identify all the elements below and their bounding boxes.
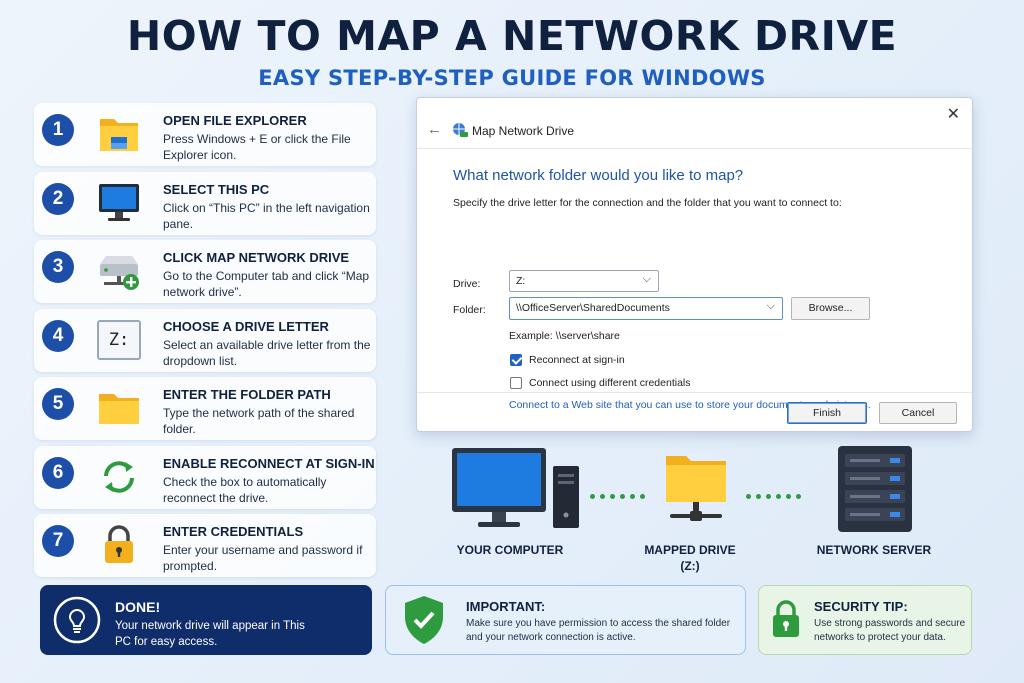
cancel-button[interactable]: Cancel	[879, 402, 957, 424]
drive-label: Drive:	[453, 278, 481, 290]
step-title: OPEN FILE EXPLORER	[163, 113, 307, 128]
step-title: CHOOSE A DRIVE LETTER	[163, 318, 329, 334]
refresh-icon	[104, 460, 134, 493]
drive-select-value: Z:	[516, 275, 526, 287]
important-card: IMPORTANT: Make sure you have permission…	[385, 585, 746, 655]
credentials-checkbox[interactable]	[510, 377, 522, 389]
folder-input[interactable]: \\OfficeServer\SharedDocuments ⌵	[509, 297, 783, 320]
dialog-title: Map Network Drive	[472, 124, 575, 138]
step-description: Select an available drive letter from th…	[163, 337, 371, 368]
close-icon[interactable]: ✕	[946, 106, 960, 123]
lock-icon	[105, 525, 133, 563]
step-number-badge: 1	[42, 114, 74, 146]
folder-example: Example: \\server\share	[509, 330, 620, 342]
security-tip-description: Use strong passwords and secure networks…	[814, 618, 966, 643]
step-description: Type the network path of the shared fold…	[163, 406, 355, 436]
step-number-badge: 4	[42, 319, 74, 352]
page-title: HOW TO MAP A NETWORK DRIVE	[126, 12, 898, 60]
drive-letter-text: Z:	[108, 329, 130, 350]
step-title: ENTER CREDENTIALS	[163, 524, 304, 539]
dialog-question: What network folder would you like to ma…	[453, 167, 744, 184]
step-card: 3 CLICK MAP NETWORK DRIVE Go to the Comp…	[34, 240, 376, 303]
connection-line	[590, 486, 650, 499]
step-card: 6 ENABLE RECONNECT AT SIGN-IN Check the …	[34, 445, 376, 509]
mapped-drive-folder-icon	[666, 456, 726, 521]
network-server-label: NETWORK SERVER	[816, 543, 932, 557]
file-explorer-icon	[100, 119, 138, 151]
step-number-badge: 7	[42, 525, 74, 557]
step-card: 2 SELECT THIS PC Click on “This PC” in t…	[34, 171, 376, 235]
steps-list: 1 OPEN FILE EXPLORER Press Windows + E o…	[34, 103, 376, 583]
dialog-instructions: Specify the drive letter for the connect…	[453, 197, 842, 209]
connection-line	[746, 486, 806, 499]
map-network-drive-dialog: ← Map Network Drive ✕ What network folde…	[416, 97, 973, 432]
important-title: IMPORTANT:	[466, 599, 546, 614]
mapped-drive-letter: (Z:)	[680, 559, 700, 573]
shield-check-icon	[405, 596, 443, 644]
done-card: DONE! Your network drive will appear in …	[40, 585, 372, 655]
your-computer-label: YOUR COMPUTER	[456, 543, 564, 557]
chevron-down-icon: ⌵	[766, 300, 775, 312]
step-card: 4 Z: CHOOSE A DRIVE LETTER Select an ava…	[34, 308, 376, 372]
step-description: Check the box to automatically reconnect…	[163, 474, 327, 505]
reconnect-label[interactable]: Reconnect at sign-in	[529, 354, 625, 366]
folder-input-value: \\OfficeServer\SharedDocuments	[516, 302, 670, 314]
lock-icon	[773, 600, 799, 637]
step-number-badge: 6	[42, 456, 74, 489]
important-description: Make sure you have permission to access …	[466, 618, 731, 643]
step-title: ENABLE RECONNECT AT SIGN-IN	[163, 455, 375, 471]
step-number-badge: 3	[42, 251, 74, 283]
reconnect-checkbox[interactable]	[510, 354, 522, 366]
step-title: CLICK MAP NETWORK DRIVE	[163, 250, 350, 265]
dialog-header: ← Map Network Drive ✕	[417, 98, 972, 148]
credentials-label[interactable]: Connect using different credentials	[529, 377, 691, 389]
step-number-badge: 5	[42, 388, 74, 420]
folder-icon	[99, 394, 139, 424]
step-description: Enter your username and password if prom…	[163, 543, 363, 573]
lightbulb-icon	[53, 596, 101, 644]
security-tip-title: SECURITY TIP:	[814, 599, 908, 614]
monitor-icon	[99, 183, 139, 221]
chevron-down-icon: ⌵	[642, 273, 651, 285]
step-card: 5 ENTER THE FOLDER PATH Type the network…	[34, 377, 376, 440]
drive-select[interactable]: Z: ⌵	[509, 270, 659, 292]
page-subtitle: EASY STEP-BY-STEP GUIDE FOR WINDOWS	[258, 66, 766, 90]
done-title: DONE!	[115, 599, 161, 615]
step-card: 1 OPEN FILE EXPLORER Press Windows + E o…	[34, 103, 376, 166]
step-description: Press Windows + E or click the File Expl…	[163, 132, 351, 162]
step-card: 7 ENTER CREDENTIALS Enter your username …	[34, 514, 376, 577]
step-description: Click on “This PC” in the left navigatio…	[163, 200, 370, 231]
back-arrow-icon[interactable]: ←	[427, 121, 442, 138]
folder-label: Folder:	[453, 304, 486, 316]
mapped-drive-label: MAPPED DRIVE	[644, 543, 736, 557]
drive-letter-icon: Z:	[97, 319, 141, 360]
done-description: Your network drive will appear in This P…	[115, 620, 305, 648]
computer-icon	[452, 448, 579, 528]
browse-button[interactable]: Browse...	[791, 297, 870, 320]
finish-button[interactable]: Finish	[787, 402, 867, 424]
step-title: ENTER THE FOLDER PATH	[163, 387, 331, 402]
web-site-link[interactable]: Connect to a Web site that you can use t…	[509, 399, 871, 411]
server-icon	[838, 446, 912, 532]
step-number-badge: 2	[42, 182, 74, 215]
network-drive-add-icon	[100, 256, 139, 290]
step-description: Go to the Computer tab and click “Map ne…	[163, 269, 370, 299]
dialog-body: What network folder would you like to ma…	[417, 148, 972, 411]
network-drive-icon	[453, 123, 468, 137]
step-title: SELECT THIS PC	[163, 181, 270, 197]
security-tip-card: SECURITY TIP: Use strong passwords and s…	[758, 585, 972, 655]
